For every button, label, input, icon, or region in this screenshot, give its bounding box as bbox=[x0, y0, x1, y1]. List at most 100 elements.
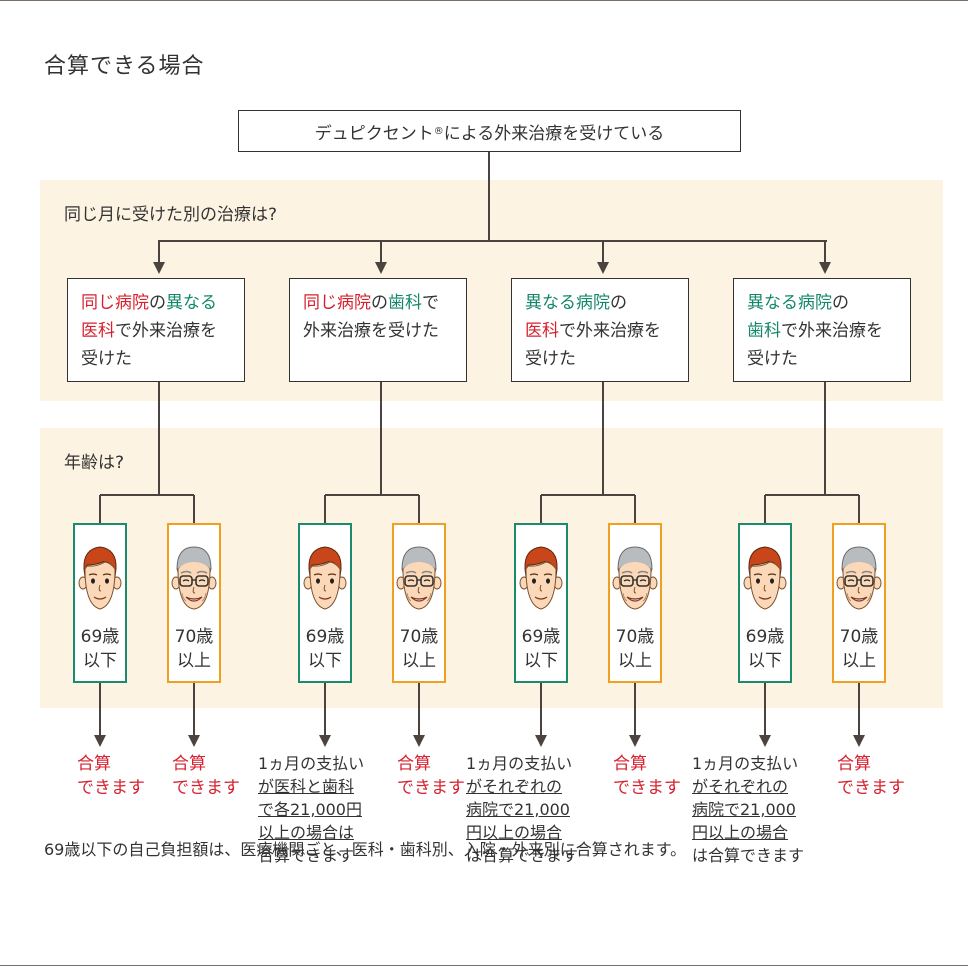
result-can-combine-old-1: 合算できます bbox=[172, 752, 240, 800]
arrow-result-young-3 bbox=[759, 735, 771, 747]
age-card-young-4: 69歳以下 bbox=[738, 523, 792, 683]
branch-line-top bbox=[158, 240, 827, 242]
result-can-combine-old-3: 合算できます bbox=[613, 752, 681, 800]
category-text-part: で外来治療を bbox=[781, 321, 883, 341]
start-box-text: デュピクセント bbox=[314, 123, 434, 144]
age-label-line2: 以上 bbox=[177, 651, 211, 671]
note-line: 1ヵ月の支払い bbox=[466, 752, 578, 775]
age-drop-young-0 bbox=[99, 495, 101, 523]
branch-drop-3 bbox=[824, 241, 826, 262]
age-label-line2: 以上 bbox=[618, 651, 652, 671]
note-line: 円以上の場合 bbox=[692, 821, 804, 844]
start-box-text-2: による外来治療を受けている bbox=[443, 123, 665, 144]
result-stem-old-2 bbox=[634, 683, 636, 735]
age-label-old: 70歳以上 bbox=[169, 625, 219, 673]
age-label-line1: 69歳 bbox=[305, 627, 345, 647]
registered-mark: ® bbox=[433, 125, 444, 137]
young-person-icon bbox=[743, 546, 787, 610]
result-can-combine-young-1: 合算できます bbox=[77, 752, 145, 800]
category-box-1: 同じ病院の異なる医科で外来治療を受けた bbox=[67, 278, 245, 382]
result-line2: できます bbox=[837, 778, 905, 798]
note-text: 1ヵ月の支払い bbox=[258, 754, 365, 773]
age-drop-old-1 bbox=[418, 495, 420, 523]
note-line: が医科と歯科 bbox=[258, 775, 364, 798]
age-branch-2 bbox=[541, 494, 635, 496]
note-text: 合算できます bbox=[258, 846, 355, 865]
age-card-old-1: 70歳以上 bbox=[167, 523, 221, 683]
note-text: が医科と歯科 bbox=[258, 777, 355, 796]
category-text-part: の bbox=[832, 293, 849, 313]
category-text-part: 医科 bbox=[81, 321, 115, 341]
note-text: 円以上の場合 bbox=[692, 823, 789, 842]
category-text-part: で bbox=[422, 293, 439, 313]
age-label-line1: 69歳 bbox=[80, 627, 120, 647]
category-text-part: 歯科 bbox=[388, 293, 422, 313]
arrow-result-young-1 bbox=[319, 735, 331, 747]
age-label-line1: 70歳 bbox=[399, 627, 439, 647]
stem-top-line bbox=[488, 152, 490, 241]
young-person-icon bbox=[519, 546, 563, 610]
result-line1: 合算 bbox=[397, 754, 431, 774]
note-text: は合算できます bbox=[692, 846, 805, 865]
young-person-icon bbox=[78, 546, 122, 610]
result-stem-young-2 bbox=[540, 683, 542, 735]
age-label-line2: 以下 bbox=[748, 651, 782, 671]
age-card-old-4: 70歳以上 bbox=[832, 523, 886, 683]
elderly-person-icon bbox=[836, 546, 882, 610]
arrow-to-category-3 bbox=[819, 262, 831, 274]
note-line: 病院で21,000 bbox=[692, 798, 804, 821]
result-line1: 合算 bbox=[172, 754, 206, 774]
age-label-line2: 以上 bbox=[842, 651, 876, 671]
arrow-result-old-0 bbox=[188, 735, 200, 747]
category-text-part: 歯科 bbox=[747, 321, 781, 341]
age-label-old: 70歳以上 bbox=[834, 625, 884, 673]
note-line: は合算できます bbox=[466, 844, 578, 867]
category-text-part: の bbox=[149, 293, 166, 313]
arrow-result-young-0 bbox=[94, 735, 106, 747]
note-text: は合算できます bbox=[466, 846, 579, 865]
age-label-old: 70歳以上 bbox=[394, 625, 444, 673]
age-label-young: 69歳以下 bbox=[75, 625, 125, 673]
age-label-line1: 70歳 bbox=[174, 627, 214, 647]
arrow-result-old-1 bbox=[413, 735, 425, 747]
result-line1: 合算 bbox=[613, 754, 647, 774]
question-age: 年齢は? bbox=[64, 453, 125, 473]
age-label-young: 69歳以下 bbox=[300, 625, 350, 673]
note-text: で各21,000円 bbox=[258, 800, 362, 819]
note-text: がそれぞれの bbox=[466, 777, 563, 796]
note-line: 以上の場合は bbox=[258, 821, 364, 844]
note-line: がそれぞれの bbox=[466, 775, 578, 798]
result-line2: できます bbox=[172, 778, 240, 798]
elderly-person-icon bbox=[396, 546, 442, 610]
start-box: デュピクセント®による外来治療を受けている bbox=[238, 110, 741, 152]
category-text-part: 異なる病院 bbox=[747, 293, 832, 313]
note-line: 1ヵ月の支払い bbox=[692, 752, 804, 775]
category-text-part: 異なる病院 bbox=[525, 293, 610, 313]
age-label-line1: 70歳 bbox=[615, 627, 655, 647]
age-card-young-1: 69歳以下 bbox=[73, 523, 127, 683]
age-card-young-2: 69歳以下 bbox=[298, 523, 352, 683]
category-text-part: で外来治療を bbox=[559, 321, 661, 341]
note-line: で各21,000円 bbox=[258, 798, 364, 821]
age-label-young: 69歳以下 bbox=[516, 625, 566, 673]
result-line2: できます bbox=[613, 778, 681, 798]
young-person-icon bbox=[303, 546, 347, 610]
category-stem-1 bbox=[380, 382, 382, 495]
category-box-3: 異なる病院の医科で外来治療を受けた bbox=[511, 278, 689, 382]
result-line1: 合算 bbox=[837, 754, 871, 774]
category-stem-2 bbox=[602, 382, 604, 495]
result-condition-note-1: 1ヵ月の支払いが医科と歯科で各21,000円以上の場合は合算できます bbox=[258, 752, 364, 867]
elderly-person-icon bbox=[171, 546, 217, 610]
age-label-old: 70歳以上 bbox=[610, 625, 660, 673]
arrow-result-old-2 bbox=[629, 735, 641, 747]
branch-drop-0 bbox=[158, 241, 160, 262]
category-text-part: の bbox=[610, 293, 627, 313]
age-branch-3 bbox=[765, 494, 859, 496]
note-line: は合算できます bbox=[692, 844, 804, 867]
category-text-part: 異なる bbox=[166, 293, 217, 313]
result-stem-young-0 bbox=[99, 683, 101, 735]
note-text: 以上の場合は bbox=[258, 823, 355, 842]
result-can-combine-old-2: 合算できます bbox=[397, 752, 465, 800]
note-text: 病院で21,000 bbox=[692, 800, 796, 819]
